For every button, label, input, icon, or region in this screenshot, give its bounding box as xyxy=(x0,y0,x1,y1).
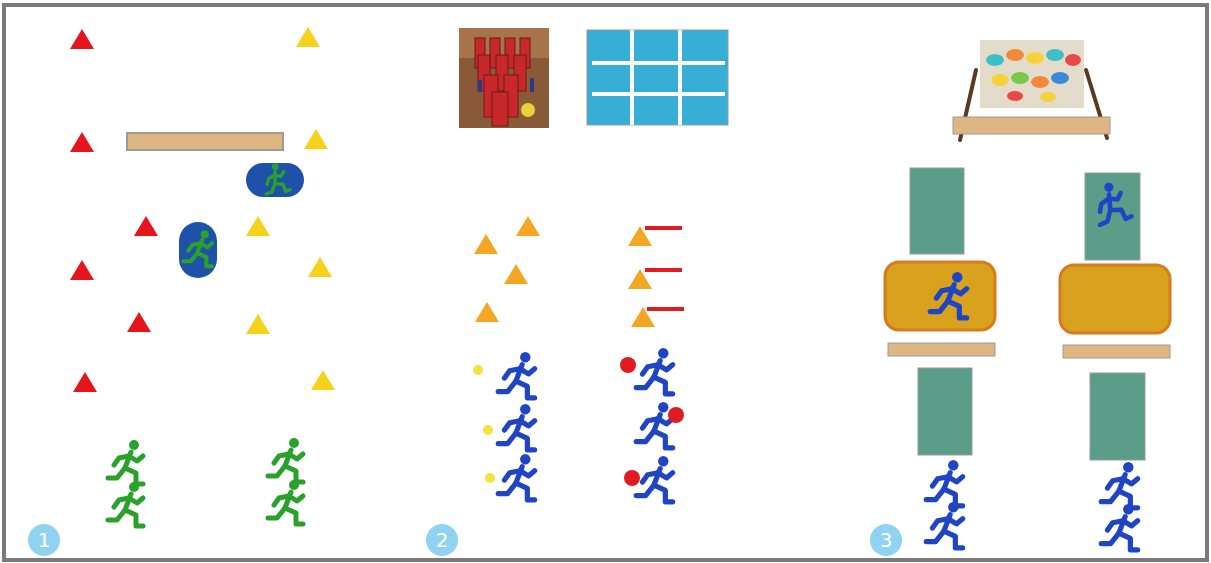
target-grid xyxy=(587,30,728,125)
callout-number: 3 xyxy=(870,524,902,556)
runner xyxy=(258,162,291,198)
callout-number: 2 xyxy=(426,524,458,556)
cone-row xyxy=(474,216,655,327)
cone-row xyxy=(246,27,335,390)
runner-group xyxy=(108,438,303,526)
ball xyxy=(620,357,684,486)
bench xyxy=(888,343,1170,358)
fish-board xyxy=(980,40,1084,108)
runner-group xyxy=(926,180,1137,550)
bench xyxy=(953,117,1110,134)
beam xyxy=(127,133,283,150)
cone-row xyxy=(70,29,158,392)
callout-circle xyxy=(28,524,902,556)
frame xyxy=(4,5,1207,560)
callout-number: 1 xyxy=(28,524,60,556)
skittles-photo xyxy=(459,28,549,128)
marker-line xyxy=(645,228,684,309)
vault-box xyxy=(885,262,1170,333)
ball xyxy=(473,365,495,483)
mat xyxy=(179,222,217,278)
runner xyxy=(183,230,212,266)
runner-group xyxy=(498,348,672,502)
